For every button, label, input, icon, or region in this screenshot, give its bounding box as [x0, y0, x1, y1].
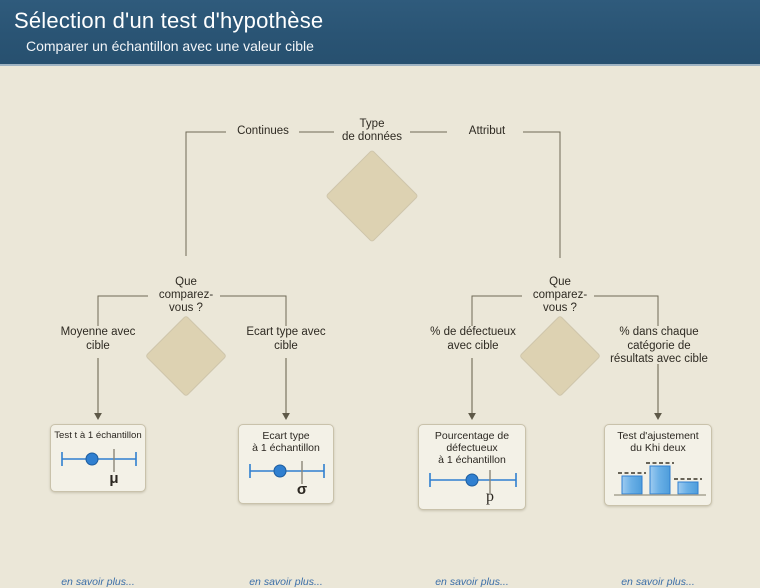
learn-more-link-one-sample-t[interactable]: en savoir plus...	[61, 576, 135, 588]
edge-label-defectives-vs-target: % de défectueux avec cible	[430, 326, 516, 352]
parameter-symbol: μ	[109, 470, 119, 487]
result-card-title: Test t à 1 échantillon	[54, 430, 142, 441]
result-card-chi-square-goodness-of-fit[interactable]: Test d'ajustement du Khi deux	[604, 424, 712, 506]
edge-label-continues: Continues	[237, 125, 289, 137]
parameter-symbol: p	[486, 488, 494, 505]
learn-more-link-chi-square-goodness-of-fit[interactable]: en savoir plus...	[621, 576, 695, 588]
learn-more-link-one-sample-percent-defective[interactable]: en savoir plus...	[435, 576, 509, 588]
edge-label-categories-vs-target: % dans chaque catégorie de résultats ave…	[610, 326, 708, 365]
bar-chart-icon	[608, 458, 708, 500]
edge-label-mean-vs-target: Moyenne avec cible	[60, 326, 136, 352]
edge-label-stdev-vs-target: Ecart type avec cible	[246, 326, 326, 352]
confidence-interval-icon: p	[422, 470, 522, 505]
parameter-symbol: σ	[296, 481, 308, 498]
page-subtitle: Comparer un échantillon avec une valeur …	[26, 38, 314, 54]
connector-lines	[94, 131, 662, 420]
result-card-title: Test d'ajustement du Khi deux	[617, 430, 699, 454]
confidence-interval-icon: μ	[54, 446, 142, 487]
result-card-one-sample-stdev[interactable]: Ecart type à 1 échantillon σ	[238, 424, 334, 504]
page-title: Sélection d'un test d'hypothèse	[14, 8, 324, 33]
result-card-title: Pourcentage de défectueux à 1 échantillo…	[434, 430, 510, 466]
edge-label-attribut: Attribut	[468, 125, 506, 137]
confidence-interval-icon: σ	[242, 458, 330, 498]
result-card-one-sample-percent-defective[interactable]: Pourcentage de défectueux à 1 échantillo…	[418, 424, 526, 510]
decision-tree-canvas: Type de données Que comparez- vous ? Que…	[0, 68, 760, 588]
app-header: Sélection d'un test d'hypothèse Comparer…	[0, 0, 760, 66]
result-card-title: Ecart type à 1 échantillon	[252, 430, 320, 454]
learn-more-link-one-sample-stdev[interactable]: en savoir plus...	[249, 576, 323, 588]
result-card-one-sample-t[interactable]: Test t à 1 échantillon μ	[50, 424, 146, 492]
